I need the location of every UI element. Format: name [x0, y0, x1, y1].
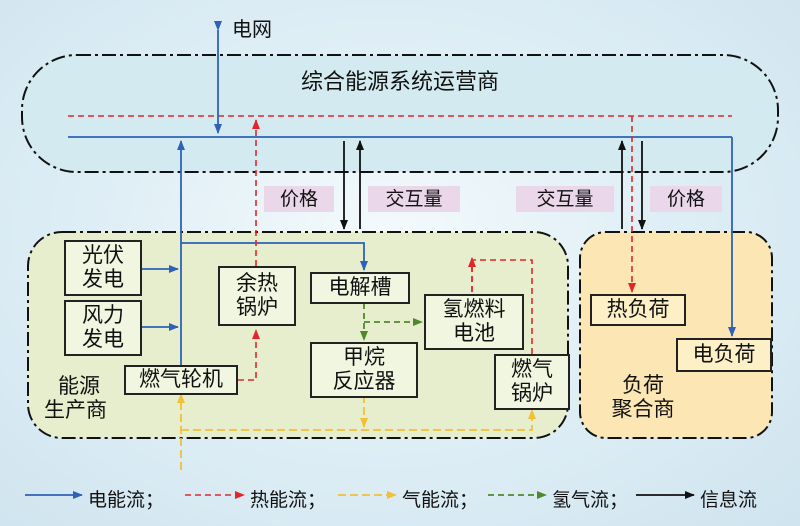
gas-boiler-line2: 锅炉 — [511, 381, 553, 405]
aggregator-label: 负荷 聚合商 — [588, 373, 698, 421]
methane-line1: 甲烷 — [343, 345, 385, 370]
producer-line2: 生产商 — [44, 397, 107, 422]
legend-heat: 热能流； — [250, 489, 327, 511]
producer-label: 能源 生产商 — [44, 374, 107, 422]
price-tag-right: 价格 — [650, 186, 722, 212]
wind-line1: 风力 — [82, 303, 124, 328]
fuel-cell-box: 氢燃料电池 — [424, 294, 524, 350]
aggregator-line2: 聚合商 — [611, 396, 675, 421]
pv-generation-box: 光伏发电 — [64, 240, 142, 296]
pv-line1: 光伏 — [82, 243, 124, 268]
waste-heat-boiler-box: 余热锅炉 — [218, 266, 296, 326]
electric-load-box: 电负荷 — [676, 338, 772, 372]
legend: 电能流； 热能流； 气能流； 氢气流； 信息流 — [0, 479, 800, 515]
operator-title: 综合能源系统运营商 — [300, 70, 499, 95]
gas-turbine-box: 燃气轮机 — [124, 365, 238, 395]
electrolyzer-box: 电解槽 — [310, 272, 410, 304]
legend-gas: 气能流； — [402, 489, 479, 511]
wind-generation-box: 风力发电 — [64, 300, 142, 356]
exchange-tag-right: 交互量 — [516, 186, 614, 212]
fuel-cell-line2: 电池 — [453, 321, 495, 345]
aggregator-line1: 负荷 — [622, 373, 664, 397]
price-tag-left: 价格 — [264, 186, 334, 212]
heat-load-box: 热负荷 — [590, 294, 686, 326]
pv-line2: 发电 — [82, 267, 124, 291]
gas-boiler-box: 燃气锅炉 — [494, 354, 570, 410]
legend-hydrogen: 氢气流； — [552, 489, 629, 511]
methane-line2: 反应器 — [332, 369, 396, 393]
fuel-cell-line1: 氢燃料 — [442, 297, 506, 322]
legend-info: 信息流 — [700, 489, 758, 511]
methane-reactor-box: 甲烷反应器 — [310, 342, 418, 398]
operator-container — [21, 54, 779, 173]
waste-boiler-line1: 余热 — [236, 271, 278, 296]
wind-line2: 发电 — [82, 327, 124, 351]
producer-line1: 能源 — [58, 374, 100, 398]
waste-boiler-line2: 锅炉 — [236, 295, 278, 319]
gas-boiler-line1: 燃气 — [511, 357, 553, 382]
grid-label: 电网 — [232, 17, 272, 41]
exchange-tag-left: 交互量 — [368, 186, 460, 212]
legend-electric: 电能流； — [88, 489, 165, 511]
